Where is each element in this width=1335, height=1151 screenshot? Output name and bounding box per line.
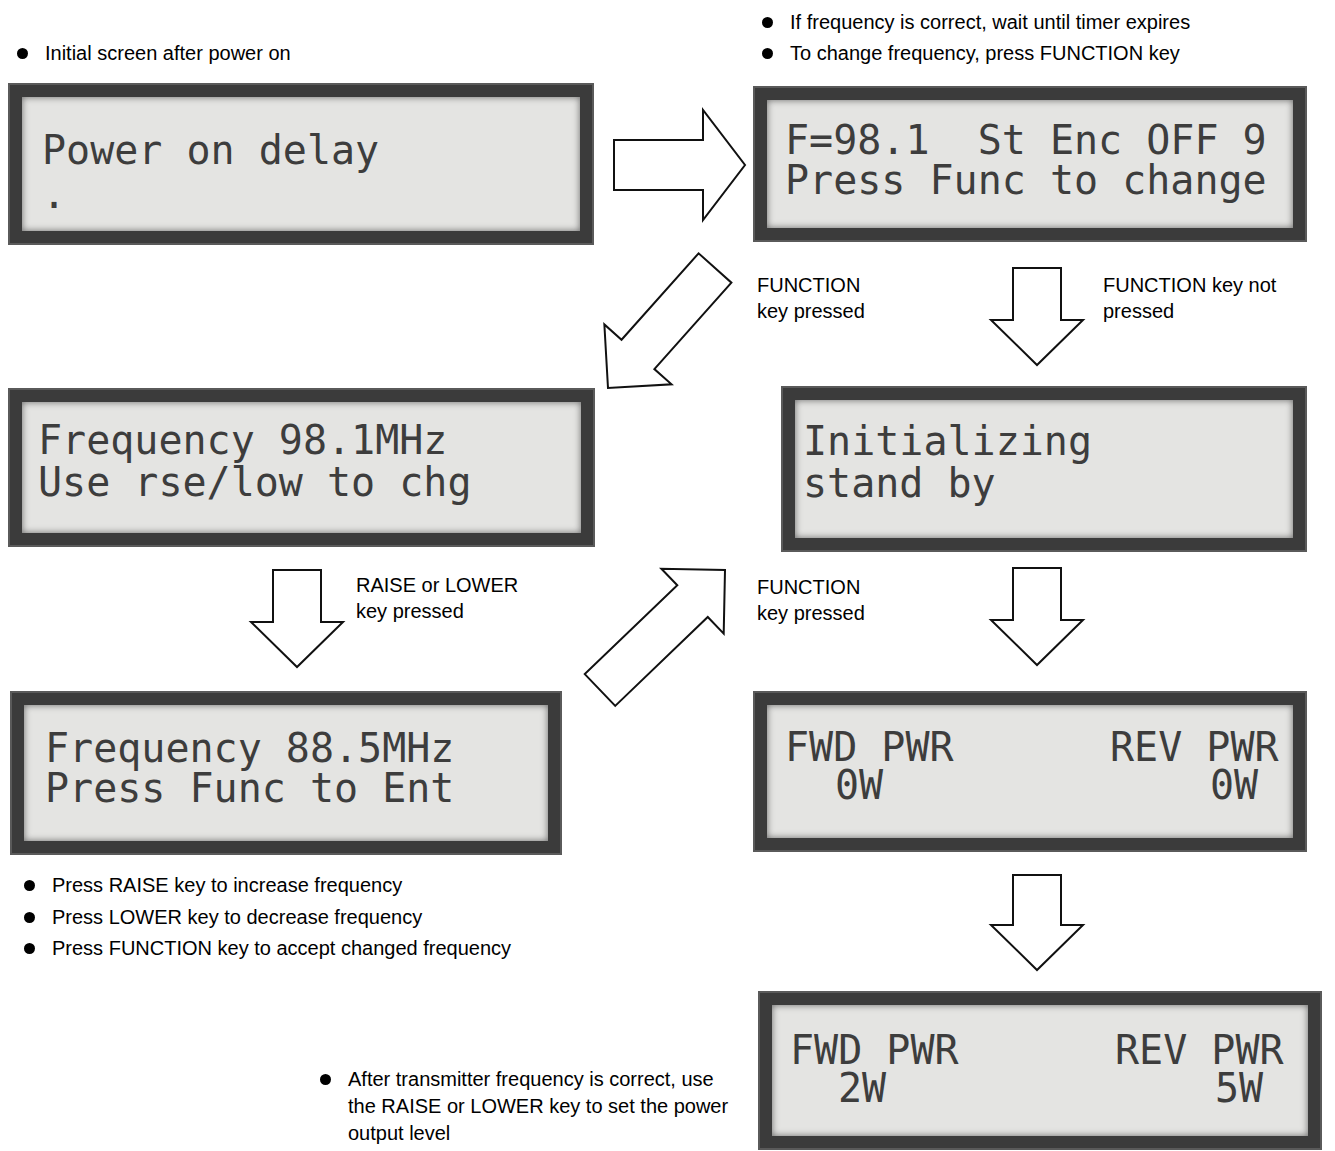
flow-arrow: [991, 568, 1083, 665]
lcd-text: stand by: [803, 463, 996, 503]
arrow-label: FUNCTION key pressed: [757, 272, 892, 324]
flow-arrow: [585, 569, 725, 706]
lcd-text: Use rse/low to chg: [38, 462, 471, 502]
flow-arrow: [991, 875, 1083, 970]
lcd-screen: Initializingstand by: [783, 388, 1305, 550]
bullet-note: After transmitter frequency is correct, …: [348, 1066, 743, 1147]
lcd-text: Frequency 98.1MHz: [38, 420, 447, 460]
flow-arrow: [604, 253, 731, 388]
lcd-text: Power on delay: [42, 130, 379, 170]
lcd-text: Press Func to change: [785, 160, 1267, 200]
lcd-text: 0W: [835, 765, 883, 805]
arrow-label: FUNCTION key pressed: [757, 574, 892, 626]
lcd-text: REV PWR: [1115, 1030, 1284, 1070]
arrow-label: FUNCTION key not pressed: [1103, 272, 1278, 324]
lcd-text: FWD PWR: [785, 727, 954, 767]
flow-arrow: [251, 570, 343, 667]
bullet-note: Press RAISE key to increase frequency: [52, 872, 612, 899]
lcd-screen: FWD PWR2W REV PWR5W: [760, 993, 1320, 1148]
lcd-text: Initializing: [803, 421, 1092, 461]
lcd-screen: F=98.1 St Enc OFF 9Press Func to change: [755, 88, 1305, 240]
lcd-text: 0W: [1210, 765, 1258, 805]
lcd-text: .: [42, 174, 66, 214]
lcd-text: FWD PWR: [790, 1030, 959, 1070]
lcd-screen: FWD PWR0WREV PWR0W: [755, 693, 1305, 850]
bullet-note: Press LOWER key to decrease frequency: [52, 904, 612, 931]
lcd-text: REV PWR: [1110, 727, 1279, 767]
lcd-screen: Frequency 88.5MHzPress Func to Ent: [12, 693, 560, 853]
bullet-note: Initial screen after power on: [45, 40, 445, 67]
lcd-text: 5W: [1215, 1068, 1263, 1108]
bullet-note: To change frequency, press FUNCTION key: [790, 40, 1330, 67]
flow-arrow: [991, 268, 1083, 365]
flow-arrow: [614, 110, 745, 220]
lcd-screen: Frequency 98.1MHzUse rse/low to chg: [10, 390, 593, 545]
lcd-text: Frequency 88.5MHz: [45, 728, 454, 768]
lcd-text: Press Func to Ent: [45, 768, 454, 808]
bullet-note: Press FUNCTION key to accept changed fre…: [52, 935, 612, 962]
lcd-text: F=98.1 St Enc OFF 9: [785, 120, 1267, 160]
lcd-screen: Power on delay.: [10, 85, 592, 243]
bullet-note: If frequency is correct, wait until time…: [790, 9, 1330, 36]
arrow-label: RAISE or LOWER key pressed: [356, 572, 536, 624]
lcd-text: 2W: [838, 1068, 886, 1108]
